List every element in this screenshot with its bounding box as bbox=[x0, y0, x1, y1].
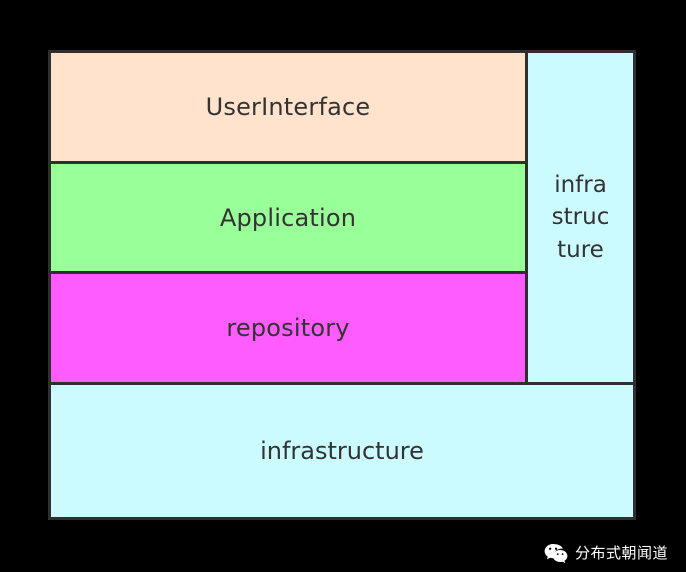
bottom-panel-infrastructure[interactable]: infrastructure bbox=[51, 385, 633, 517]
side-panel-line-2: struc bbox=[551, 204, 610, 231]
left-layer-stack: UserInterface Application repository bbox=[51, 53, 525, 383]
layer-application[interactable]: Application bbox=[51, 163, 525, 272]
side-panel-line-3: ture bbox=[557, 236, 604, 263]
layer-application-label: Application bbox=[219, 203, 357, 232]
layer-user-interface[interactable]: UserInterface bbox=[51, 53, 525, 161]
upper-region: UserInterface Application repository inf… bbox=[51, 53, 633, 383]
side-panel-infrastructure[interactable]: infra struc ture bbox=[528, 53, 633, 382]
layer-repository[interactable]: repository bbox=[51, 274, 525, 383]
wechat-icon bbox=[544, 543, 568, 563]
side-panel-line-1: infra bbox=[554, 171, 607, 198]
side-panel-infrastructure-label: infra struc ture bbox=[552, 169, 610, 267]
layer-repository-label: repository bbox=[226, 314, 350, 343]
watermark-text: 分布式朝闻道 bbox=[574, 543, 668, 562]
watermark: 分布式朝闻道 bbox=[544, 543, 668, 563]
layer-user-interface-label: UserInterface bbox=[205, 92, 371, 121]
layered-architecture-diagram: UserInterface Application repository inf… bbox=[48, 50, 636, 520]
bottom-panel-infrastructure-label: infrastructure bbox=[260, 437, 424, 465]
